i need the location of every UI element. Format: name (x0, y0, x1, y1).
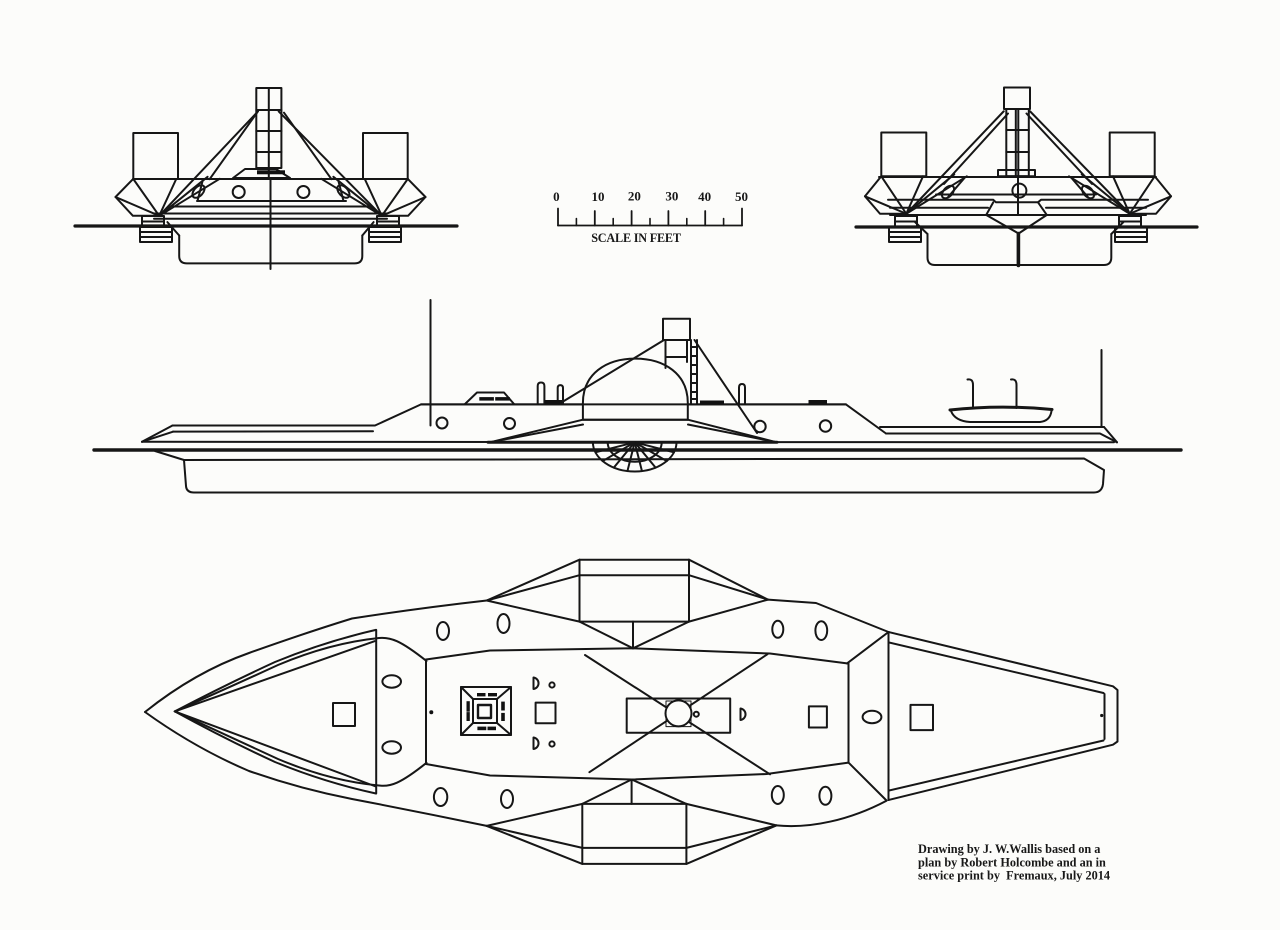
svg-text:SCALE IN FEET: SCALE IN FEET (591, 231, 681, 245)
svg-text:50: 50 (735, 189, 748, 204)
svg-text:plan by Robert Holcombe and an: plan by Robert Holcombe and an in (918, 855, 1106, 869)
svg-text:20: 20 (628, 189, 641, 204)
svg-text:30: 30 (665, 189, 678, 204)
svg-text:Drawing by J. W.Wallis based o: Drawing by J. W.Wallis based on a (918, 842, 1100, 856)
svg-text:0: 0 (553, 189, 560, 204)
svg-text:40: 40 (698, 189, 711, 204)
svg-text:service print by Fremaux, Jul: service print by Fremaux, July 2014 (918, 869, 1110, 883)
svg-text:10: 10 (592, 189, 605, 204)
